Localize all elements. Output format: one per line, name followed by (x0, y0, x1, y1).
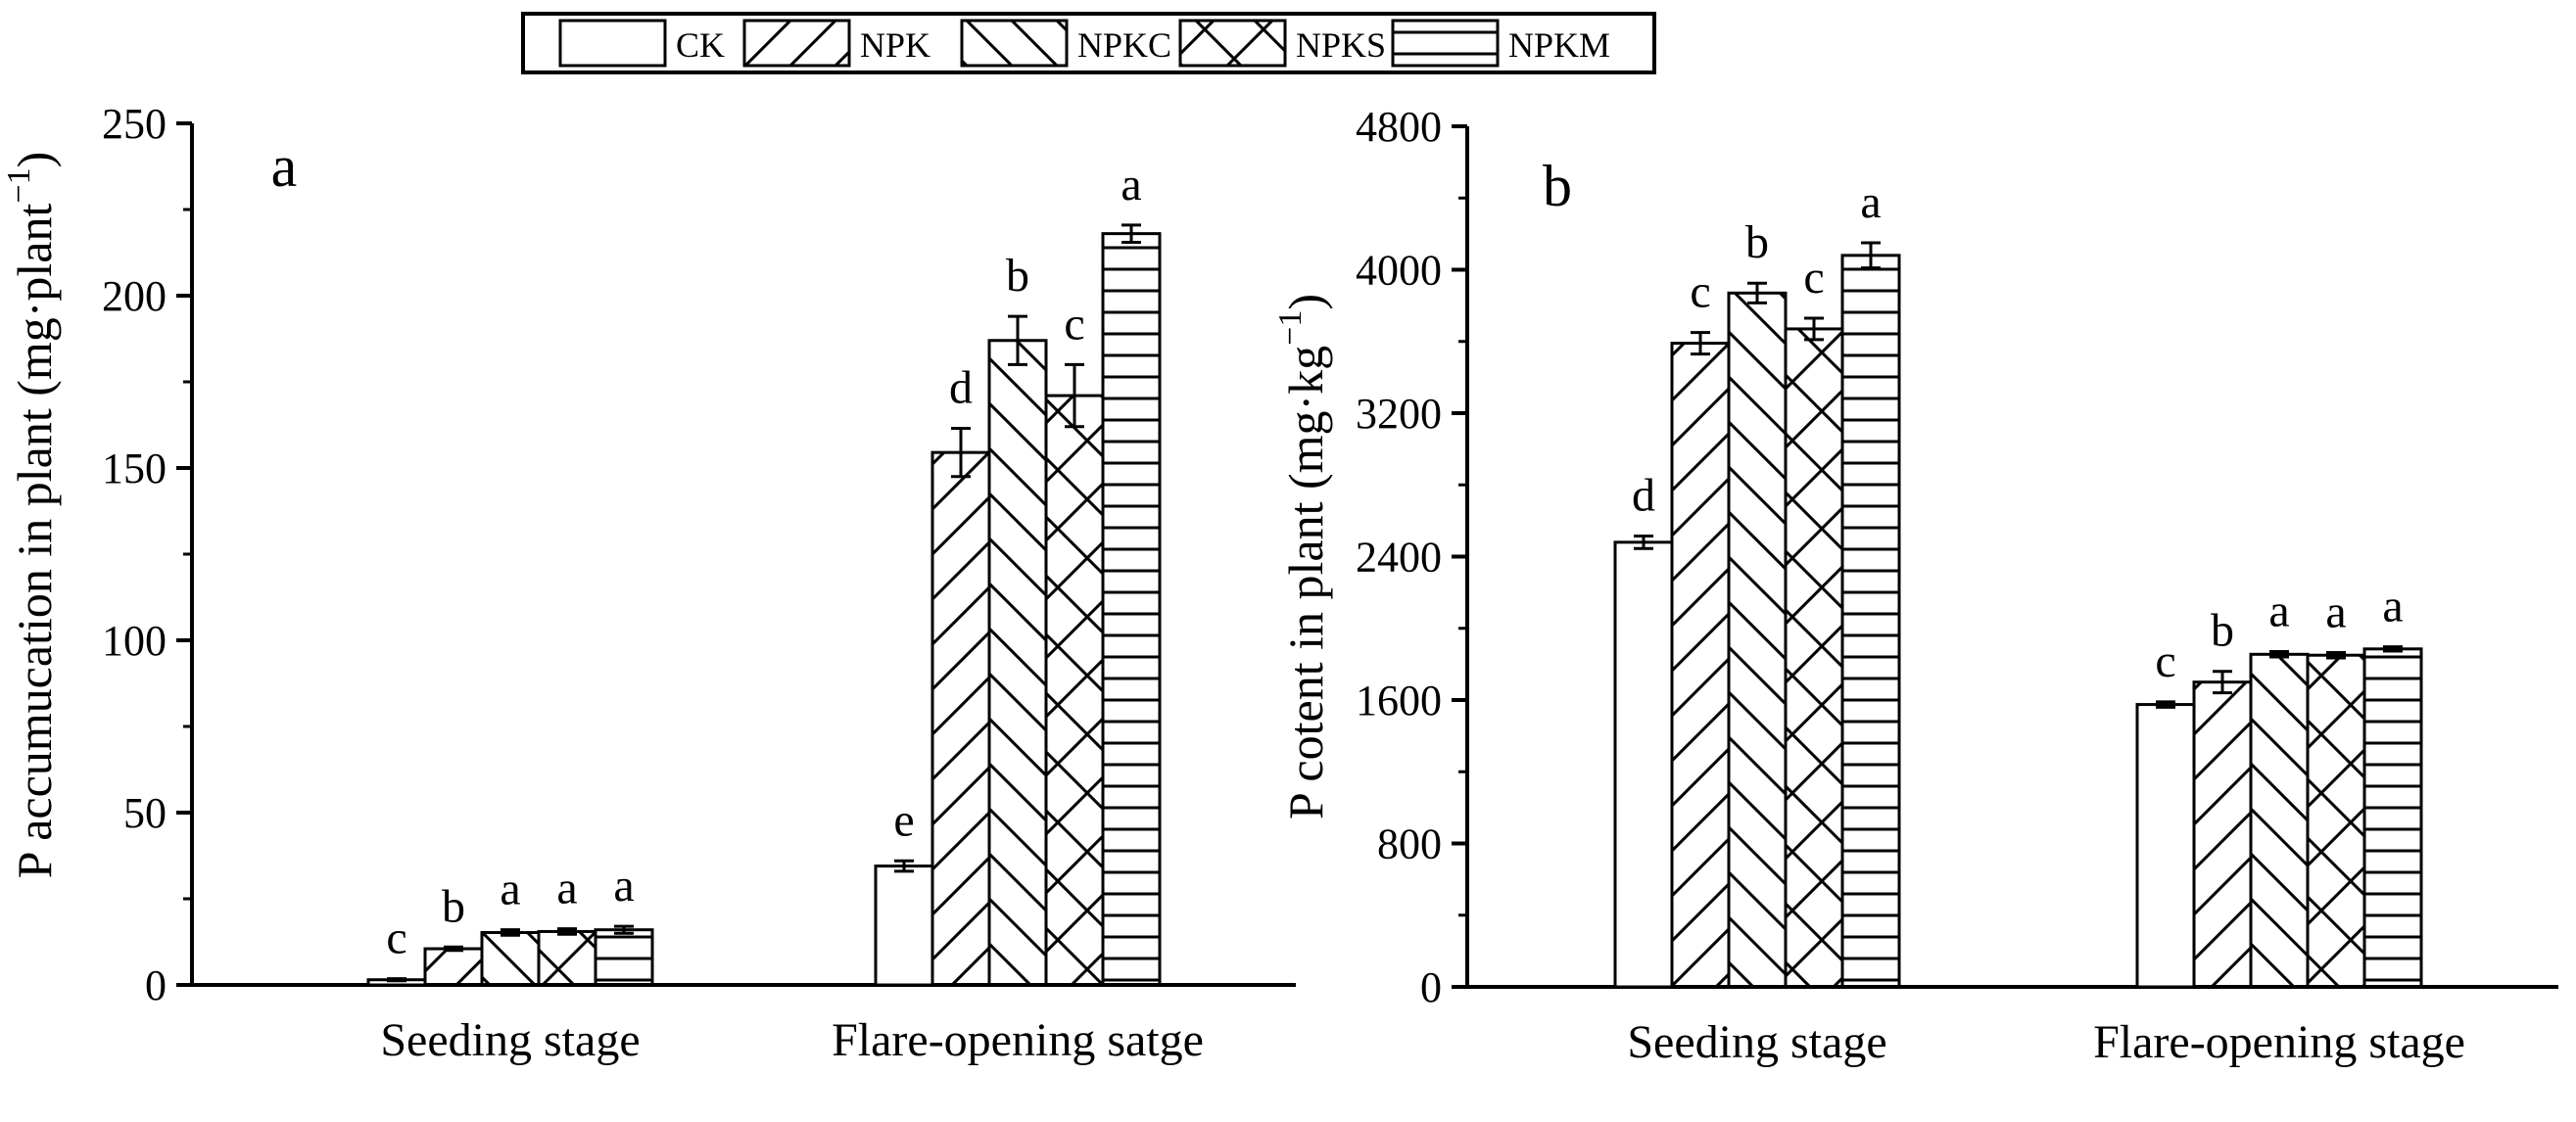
bar-npks (2306, 653, 2366, 989)
bar-npkm (594, 928, 654, 987)
bar-npkc (480, 930, 541, 987)
significance-letter: e (893, 794, 914, 846)
y-tick-label: 4000 (1356, 247, 1442, 295)
x-category-label: Seeding stage (380, 1014, 640, 1066)
significance-letter: b (442, 880, 465, 932)
bar-npk (930, 450, 991, 987)
significance-letter: a (2268, 585, 2289, 637)
significance-letter: c (1690, 266, 1710, 318)
x-category-label: Seeding stage (1627, 1016, 1886, 1068)
legend-swatch-npk (742, 19, 851, 68)
x-category-label: Flare-opening satge (832, 1014, 1204, 1066)
legend-swatch-ck (558, 19, 667, 68)
panel-label: b (1543, 154, 1572, 218)
y-tick-label: 1600 (1356, 677, 1442, 725)
bar-npks (1784, 327, 1844, 989)
significance-letter: b (1745, 216, 1769, 268)
y-axis-title-tail: ) (7, 152, 62, 168)
legend-label-npkm: NPKM (1508, 25, 1610, 65)
bar-npkc (987, 339, 1048, 987)
significance-letter: b (1006, 250, 1029, 302)
significance-letter: a (1860, 176, 1881, 228)
y-tick-label: 0 (1420, 963, 1442, 1011)
y-tick-label: 800 (1377, 820, 1442, 868)
significance-letter: a (556, 863, 577, 914)
bar-npk (423, 947, 484, 987)
y-axis-title-sup: −1 (1272, 310, 1309, 346)
bar-npkm (1840, 254, 1901, 989)
significance-letter: a (613, 860, 634, 912)
significance-letter: b (2211, 605, 2234, 657)
y-tick-label: 200 (102, 272, 167, 320)
y-tick-label: 150 (102, 444, 167, 492)
y-axis-title-main: P cotent in plant (mg·kg (1278, 346, 1333, 819)
y-axis-title-sup: −1 (1, 167, 37, 203)
y-tick-label: 0 (145, 961, 167, 1009)
y-tick-label: 100 (102, 617, 167, 665)
bar-npkm (2362, 647, 2423, 989)
y-axis-title-tail: ) (1278, 294, 1333, 310)
significance-letter: d (949, 362, 973, 414)
legend-swatch-npks (1178, 19, 1287, 68)
legend-swatch-npkc (960, 19, 1069, 68)
significance-letter: c (2155, 635, 2175, 687)
bar-ck (874, 865, 934, 987)
y-tick-label: 250 (102, 100, 167, 148)
significance-letter: a (500, 864, 520, 915)
significance-letter: d (1632, 469, 1655, 521)
bar-npks (537, 929, 597, 987)
bar-npk (2192, 680, 2253, 989)
bar-npkm (1101, 232, 1162, 987)
significance-letter: c (1064, 298, 1084, 350)
bar-ck (1613, 540, 1674, 989)
bar-ck (2135, 703, 2196, 989)
y-tick-label: 2400 (1356, 534, 1442, 582)
legend-label-npkc: NPKC (1077, 25, 1171, 65)
significance-letter: c (1803, 252, 1824, 304)
legend: CK NPK NPKC NPKS NPKM (521, 12, 1656, 74)
legend-label-npk: NPK (860, 25, 930, 65)
bar-npks (1044, 394, 1105, 987)
y-tick-label: 3200 (1356, 390, 1442, 438)
y-axis-title-main: P accumucation in plant (mg·plant (7, 204, 62, 879)
significance-letter: c (386, 912, 406, 964)
legend-swatch-npkm (1391, 19, 1500, 68)
bar-npkc (1727, 291, 1788, 989)
legend-label-npks: NPKS (1296, 25, 1386, 65)
legend-label-ck: CK (676, 25, 725, 65)
y-tick-label: 4800 (1356, 103, 1442, 151)
y-axis-title: P accumucation in plant (mg·plant−1) (1, 152, 62, 878)
significance-letter: a (1121, 159, 1141, 210)
significance-letter: a (2382, 581, 2403, 632)
panel-label: a (271, 134, 298, 199)
bar-npk (1670, 342, 1731, 989)
y-axis-title: P cotent in plant (mg·kg−1) (1272, 294, 1333, 819)
bar-npkc (2249, 652, 2310, 989)
y-tick-label: 50 (123, 789, 167, 837)
x-category-label: Flare-opening stage (2093, 1016, 2465, 1068)
significance-letter: a (2325, 585, 2346, 637)
